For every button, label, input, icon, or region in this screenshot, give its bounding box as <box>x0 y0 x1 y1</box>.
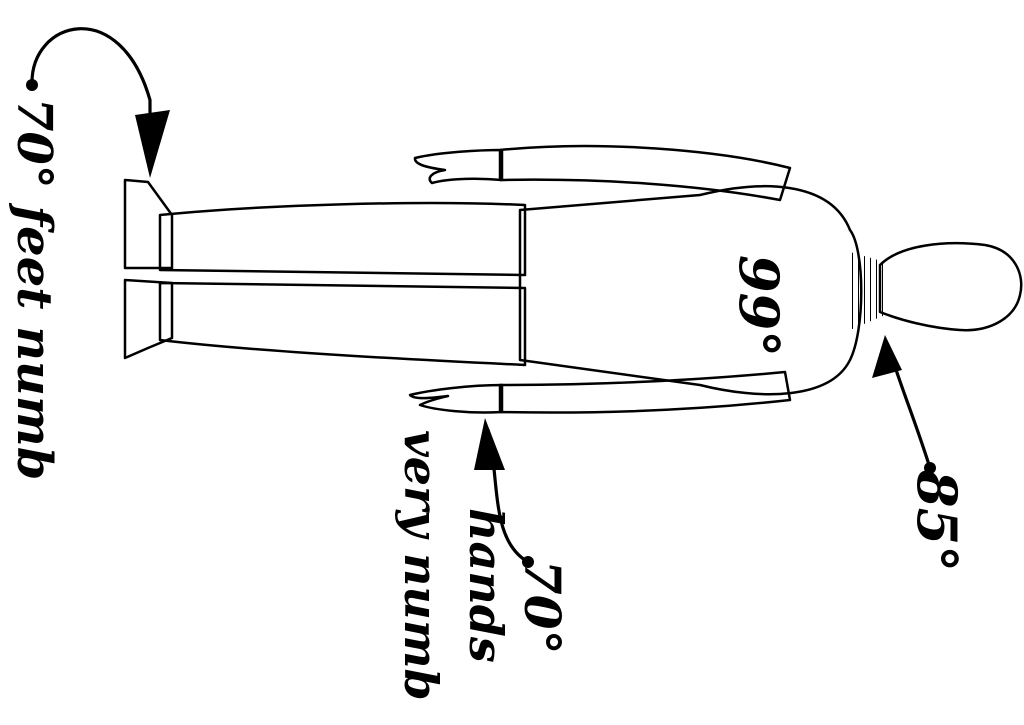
arm-upper <box>500 146 790 200</box>
neck-shape <box>850 252 885 330</box>
leg-lower <box>160 283 525 365</box>
hands-annotation: 70° hands very numb <box>394 418 572 701</box>
hands-arrowhead <box>474 418 505 470</box>
foot-upper <box>125 180 172 268</box>
feet-label: 70° feet numb <box>6 98 62 480</box>
head-annotation: 85° <box>872 335 969 572</box>
foot-lower <box>125 280 172 358</box>
hands-line1-label: hands <box>459 508 513 663</box>
hands-line2-label: very numb <box>394 430 448 701</box>
feet-annotation: 70° feet numb <box>6 29 170 481</box>
head-shape <box>880 243 1021 330</box>
hands-temp-label: 70° <box>513 560 572 655</box>
feet-arrowhead <box>135 110 170 178</box>
leg-upper <box>160 203 525 275</box>
core-temp-label: 99° <box>727 255 791 357</box>
hand-upper <box>415 150 502 183</box>
head-temp-label: 85° <box>905 469 969 572</box>
hand-lower <box>410 385 502 413</box>
